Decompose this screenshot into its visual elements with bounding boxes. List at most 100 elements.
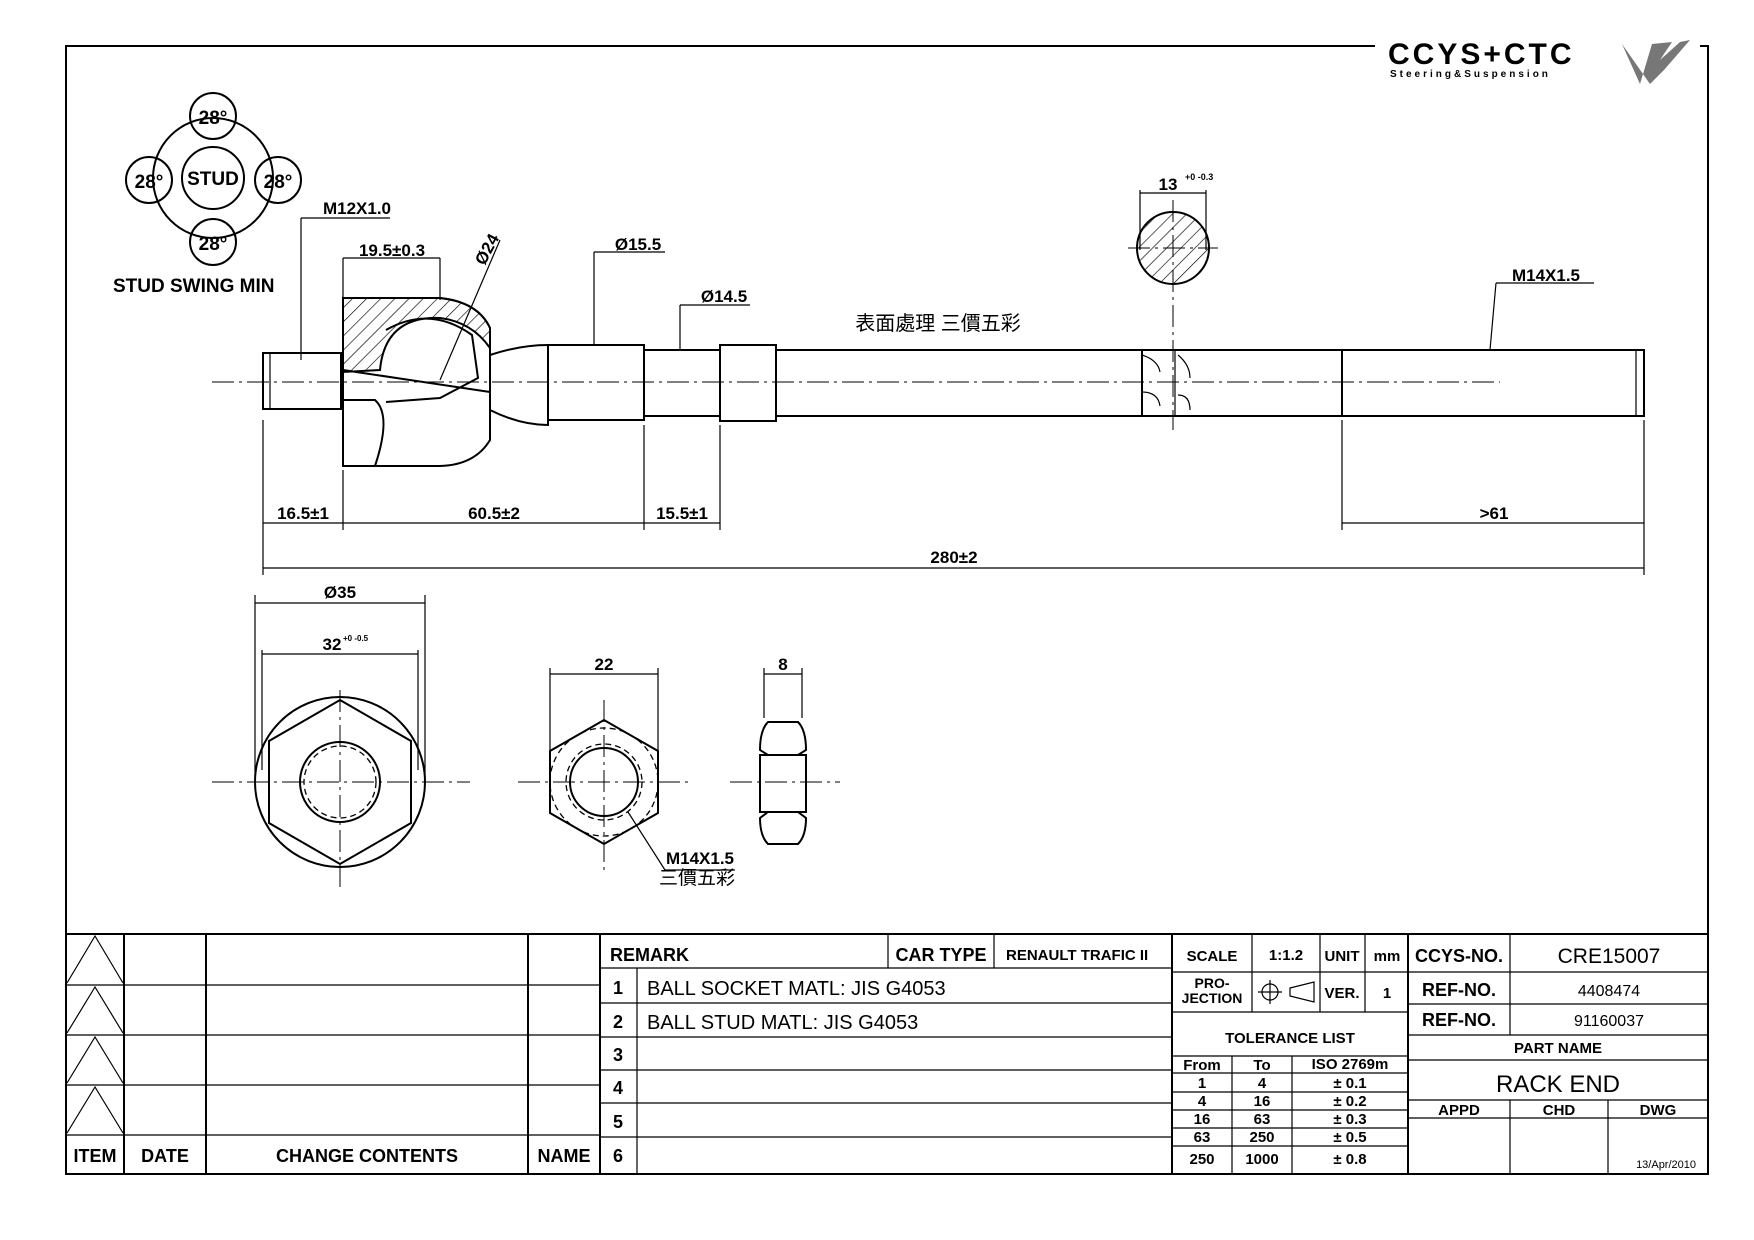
tolerance-cell: 1000: [1245, 1151, 1278, 1168]
rev-header-name: NAME: [538, 1146, 591, 1166]
dim-diameter-15-5: Ø15.5: [615, 235, 661, 254]
tol-header-from: From: [1183, 1057, 1221, 1074]
dim-15-5: 15.5±1: [656, 504, 708, 523]
appd-label: APPD: [1438, 1102, 1480, 1119]
ccys-no-label: CCYS-NO.: [1415, 946, 1503, 966]
tolerance-cell: 4: [1258, 1075, 1267, 1092]
logo-tagline: Steering&Suspension: [1390, 69, 1551, 80]
ref-no-2-value: 91160037: [1574, 1013, 1644, 1030]
tol-header-iso: ISO 2769m: [1312, 1056, 1389, 1073]
tolerance-cell: 63: [1254, 1111, 1271, 1128]
dim-61: >61: [1480, 504, 1509, 523]
remark-text-2: BALL STUD MATL: JIS G4053: [647, 1012, 918, 1034]
swing-angle-right: 28°: [264, 172, 293, 193]
tolerance-cell: 16: [1254, 1093, 1271, 1110]
projection-symbol-icon: [1258, 980, 1315, 1004]
dim-60-5: 60.5±2: [468, 504, 520, 523]
tolerance-cell: ± 0.3: [1333, 1111, 1366, 1128]
chd-label: CHD: [1543, 1102, 1576, 1119]
tol-header-to: To: [1253, 1057, 1270, 1074]
unit-label: UNIT: [1325, 948, 1360, 965]
projection-label: PRO-JECTION: [1181, 976, 1243, 1006]
tolerance-cell: ± 0.5: [1333, 1129, 1366, 1146]
dim-m12-thread: M12X1.0: [323, 199, 391, 218]
tolerance-cell: 4: [1198, 1093, 1207, 1110]
tolerance-cell: ± 0.8: [1333, 1151, 1366, 1168]
dwg-label: DWG: [1640, 1102, 1677, 1119]
tolerance-cell: 16: [1194, 1111, 1211, 1128]
part-name-value: RACK END: [1496, 1071, 1620, 1098]
dim-socket-length: 19.5±0.3: [359, 241, 425, 260]
rack-end-side-view: [212, 200, 1645, 467]
dim-nut-thread: M14X1.5: [666, 849, 734, 868]
tolerance-cell: 1: [1198, 1075, 1206, 1092]
version-value: 1: [1383, 985, 1391, 1002]
dim-diameter-14-5: Ø14.5: [701, 287, 747, 306]
part-name-label: PART NAME: [1514, 1040, 1602, 1057]
dim-flat-width: 13: [1159, 175, 1178, 194]
tolerance-cell: 250: [1249, 1129, 1274, 1146]
scale-label: SCALE: [1187, 948, 1238, 965]
swing-angle-top: 28°: [199, 108, 228, 129]
dim-16-5: 16.5±1: [277, 504, 329, 523]
remark-text-1: BALL SOCKET MATL: JIS G4053: [647, 978, 946, 1000]
remark-no-1: 1: [613, 978, 623, 998]
stud-swing-diagram: STUD 28° 28° 28° 28° STUD SWING MIN: [113, 92, 302, 297]
ref-no-1-value: 4408474: [1578, 983, 1640, 1000]
car-type-label: CAR TYPE: [895, 945, 986, 965]
remark-title: REMARK: [610, 945, 689, 965]
unit-value: mm: [1374, 948, 1401, 965]
remark-table: REMARK CAR TYPE RENAULT TRAFIC II 1 BALL…: [600, 934, 1173, 1174]
swing-angle-bottom: 28°: [199, 234, 228, 255]
remark-no-3: 3: [613, 1045, 623, 1065]
remark-no-2: 2: [613, 1012, 623, 1032]
stud-swing-caption: STUD SWING MIN: [113, 276, 275, 297]
scale-block: SCALE 1:1.2 UNIT mm PRO-JECTION VER. 1: [1172, 934, 1409, 1174]
title-block: CCYS-NO. CRE15007 REF-NO. 4408474 REF-NO…: [1408, 934, 1708, 1174]
dim-nut-width-22: 22: [595, 655, 614, 674]
dimension-lines: [262, 190, 1645, 575]
dim-280-overall: 280±2: [930, 548, 977, 567]
surface-treatment-note: 表面處理 三價五彩: [855, 312, 1021, 335]
dim-washer-32: 32: [323, 635, 342, 654]
tolerance-cell: 63: [1194, 1129, 1211, 1146]
remark-no-5: 5: [613, 1112, 623, 1132]
dim-washer-32-tolerance: +0 -0.5: [343, 634, 369, 643]
logo-brand: CCYS+CTC: [1388, 38, 1575, 71]
ref-no-1-label: REF-NO.: [1422, 980, 1496, 1000]
brand-logo: CCYS+CTC Steering&Suspension: [1388, 38, 1690, 84]
stud-label: STUD: [187, 169, 239, 190]
drawing-border: [65, 45, 1709, 1175]
dim-washer-diameter-35: Ø35: [324, 583, 356, 602]
dim-m14-thread: M14X1.5: [1512, 266, 1580, 285]
washer-view: Ø35 32 +0 -0.5: [212, 583, 470, 890]
revision-table: ITEM DATE CHANGE CONTENTS NAME: [66, 933, 1708, 1174]
car-type-value: RENAULT TRAFIC II: [1006, 947, 1148, 964]
rev-header-change: CHANGE CONTENTS: [276, 1146, 458, 1166]
rev-header-date: DATE: [141, 1146, 189, 1166]
remark-no-6: 6: [613, 1146, 623, 1166]
tolerance-cell: ± 0.1: [1333, 1075, 1366, 1092]
dim-flat-tolerance: +0 -0.3: [1185, 172, 1213, 182]
dim-nut-thickness-8: 8: [778, 655, 787, 674]
remark-no-4: 4: [613, 1078, 623, 1098]
rev-header-item: ITEM: [74, 1146, 117, 1166]
swing-angle-left: 28°: [135, 172, 164, 193]
drawing-date: 13/Apr/2010: [1636, 1159, 1696, 1171]
tolerance-title: TOLERANCE LIST: [1225, 1030, 1355, 1047]
tolerance-cell: ± 0.2: [1333, 1093, 1366, 1110]
ccys-no-value: CRE15007: [1558, 945, 1661, 968]
dimension-labels: M12X1.0 19.5±0.3 Ø24 Ø15.5 Ø14.5 表面處理 三價…: [277, 172, 1580, 567]
nut-view: 22 M14X1.5 三價五彩: [518, 655, 735, 889]
scale-value: 1:1.2: [1269, 947, 1303, 964]
dim-sphere-diameter: Ø24: [471, 230, 503, 268]
nut-side-view: 8: [730, 655, 840, 845]
version-label: VER.: [1324, 985, 1359, 1002]
logo-mark-icon: [1622, 40, 1690, 84]
tolerance-cell: 250: [1189, 1151, 1214, 1168]
ref-no-2-label: REF-NO.: [1422, 1010, 1496, 1030]
nut-treatment-note: 三價五彩: [659, 867, 735, 889]
